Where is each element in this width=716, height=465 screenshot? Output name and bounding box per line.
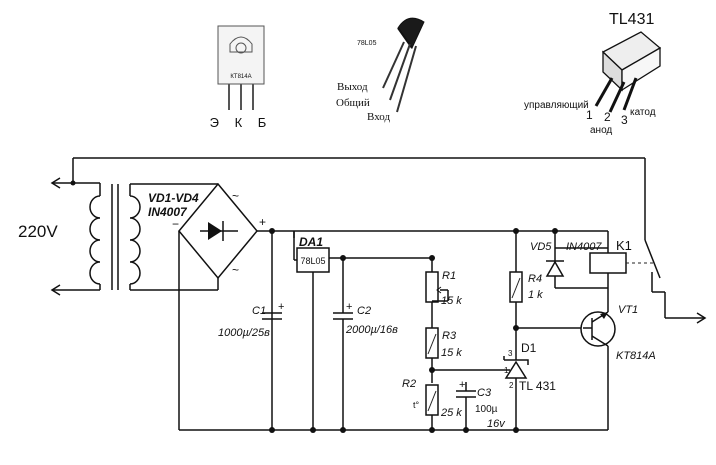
transistor-vt1: VT1 KT814A — [580, 304, 656, 430]
mains-voltage-label: 220V — [18, 222, 58, 241]
tl431-title: TL431 — [609, 11, 654, 28]
r3-ref: R3 — [442, 330, 457, 342]
c3-value: 100µ — [475, 404, 498, 415]
d1-pin3: 3 — [508, 349, 513, 358]
l78-pin-in-label: Вход — [367, 111, 390, 123]
mains-input: 220V — [18, 157, 645, 296]
l78-pin-out-label: Выход — [337, 81, 368, 93]
vt1-ref: VT1 — [618, 304, 638, 316]
svg-text:+: + — [278, 301, 284, 313]
bridge-ref: VD1-VD4 — [148, 191, 199, 205]
vt1-part: KT814A — [616, 350, 656, 362]
tl431-ref-label: управляющий — [524, 100, 589, 111]
r1-ref: R1 — [442, 270, 456, 282]
relay-section: VD5 IN4007 K1 — [530, 158, 707, 324]
c3-voltage: 16v — [487, 418, 506, 430]
regulator-da1: 78L05 DA1 — [293, 235, 432, 433]
tl431-cathode-label: катод — [630, 107, 656, 118]
tl431-package: TL431 1 2 3 управляющий анод катод — [524, 11, 662, 136]
c2-ref: C2 — [357, 305, 371, 317]
bridge-part: IN4007 — [148, 205, 188, 219]
diode-bridge: VD1-VD4 IN4007 ~ ~ + − — [148, 182, 272, 430]
tl431-pin1-num: 1 — [586, 108, 593, 122]
vd5-part: IN4007 — [566, 241, 602, 253]
r1-value: 15 k — [441, 295, 462, 307]
positive-rail — [269, 228, 608, 433]
vd5-ref: VD5 — [530, 241, 552, 253]
capacitor-c2: + C2 2000µ/16в — [333, 258, 398, 433]
bridge-minus: − — [172, 217, 179, 231]
l78-body-text: 78L05 — [357, 40, 377, 47]
svg-text:t°: t° — [413, 400, 420, 410]
c2-value: 2000µ/16в — [345, 324, 398, 336]
d1-ref: D1 — [521, 341, 537, 355]
kt814-body-text: КТ814А — [230, 74, 251, 80]
reference-d1: 3 1 2 D1 TL 431 — [500, 328, 556, 433]
capacitor-c3: + C3 100µ 16v — [456, 379, 506, 433]
tl431-anode-label: анод — [590, 125, 612, 136]
r2-ref: R2 — [402, 378, 416, 390]
l78-pin-common-label: Общий — [336, 97, 370, 109]
svg-text:+: + — [346, 301, 352, 313]
c1-value: 1000µ/25в — [218, 327, 270, 339]
resistor-r4: R4 1 k — [509, 231, 583, 331]
c1-ref: C1 — [252, 305, 266, 317]
d1-pin2: 2 — [509, 381, 514, 390]
transformer — [89, 183, 218, 291]
capacitor-c1: + C1 1000µ/25в — [218, 301, 284, 339]
k1-ref: K1 — [616, 238, 632, 253]
da1-part: 78L05 — [300, 256, 325, 266]
divider-resistors: R1 15 k R3 15 k t° R2 25 k — [402, 255, 500, 433]
c3-ref: C3 — [477, 387, 492, 399]
bridge-ac1: ~ — [232, 189, 239, 203]
da1-ref: DA1 — [299, 235, 323, 249]
r3-value: 15 k — [441, 347, 462, 359]
tl431-pin3-num: 3 — [621, 113, 628, 127]
r4-ref: R4 — [528, 273, 542, 285]
r2-value: 25 k — [440, 407, 462, 419]
bridge-plus: + — [259, 215, 266, 229]
r4-value: 1 k — [528, 289, 543, 301]
svg-text:+: + — [459, 379, 465, 391]
d1-part: TL 431 — [519, 379, 556, 393]
bridge-ac2: ~ — [232, 263, 239, 277]
kt814-package: КТ814А Э К Б — [210, 25, 273, 130]
kt814-pin-labels: Э К Б — [210, 115, 273, 130]
tl431-pin2-num: 2 — [604, 110, 611, 124]
l78-package: 78L05 Выход Общий Вход — [336, 17, 425, 123]
d1-pin1: 1 — [504, 366, 509, 375]
